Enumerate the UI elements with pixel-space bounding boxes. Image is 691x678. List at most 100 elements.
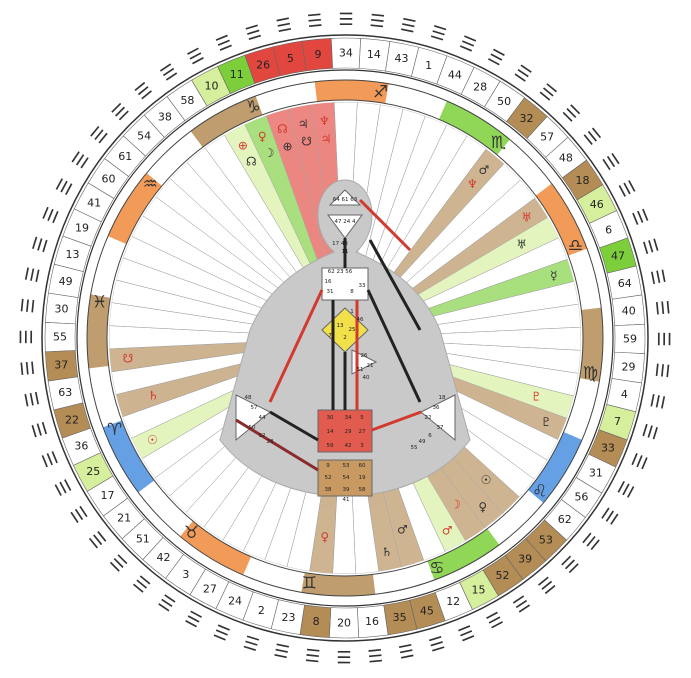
bodygraph-gate-label: 40 bbox=[363, 375, 370, 381]
bodygraph-gate-label: 47 24 4 bbox=[335, 219, 356, 225]
sign-band bbox=[107, 173, 163, 245]
hexagram-symbol: ☰ bbox=[626, 450, 650, 472]
gate-number: 10 bbox=[204, 80, 218, 93]
bodygraph-gate-label: 7 bbox=[328, 333, 332, 339]
sign-band-fade bbox=[568, 248, 602, 311]
gate-number: 50 bbox=[497, 95, 511, 108]
bodygraph-gate-label: 2 bbox=[343, 335, 347, 341]
gate-number: 16 bbox=[365, 615, 379, 628]
gate-number: 59 bbox=[623, 332, 637, 345]
channel-line bbox=[358, 198, 412, 252]
hexagram-symbol: ☰ bbox=[426, 631, 446, 655]
gate-number: 21 bbox=[117, 512, 131, 525]
gate-number: 22 bbox=[65, 413, 79, 426]
hexagram-symbol: ☰ bbox=[369, 11, 386, 32]
head-center bbox=[328, 189, 362, 206]
hexagram-symbol: ☰ bbox=[637, 421, 661, 441]
hexagram-symbol: ☰ bbox=[614, 178, 639, 201]
bodygraph-gate-label: 57 bbox=[251, 405, 258, 411]
gate-number: 7 bbox=[614, 415, 621, 428]
gate-number: 27 bbox=[203, 582, 217, 595]
planet-glyph: ♀ bbox=[478, 500, 487, 514]
spleen-center bbox=[235, 394, 271, 442]
bodygraph-gate-label: 6 bbox=[428, 433, 432, 439]
gate-number: 60 bbox=[102, 172, 116, 185]
outer-ring-border bbox=[41, 34, 649, 642]
planet-glyph: ☉ bbox=[481, 473, 492, 487]
bodygraph-gate-label: 60 bbox=[359, 463, 366, 469]
sign-band bbox=[190, 95, 263, 148]
planet-glyph: ♀ bbox=[258, 129, 267, 143]
hexagram-symbol: ☰ bbox=[29, 234, 53, 254]
ajna-center bbox=[327, 214, 363, 239]
gate-number: 23 bbox=[281, 611, 295, 624]
sacral-center bbox=[317, 409, 373, 453]
gate-number: 43 bbox=[395, 52, 409, 65]
zodiac-sign-ring: ♑♐♏♎♍♌♋♊♉♈♓♒ bbox=[86, 79, 604, 597]
bodygraph-gate-label: 38 bbox=[325, 487, 332, 493]
gate-number: 1 bbox=[425, 59, 432, 72]
gate-number: 2 bbox=[258, 604, 265, 617]
gate-number: 15 bbox=[472, 583, 486, 596]
hexagram-symbol: ☰ bbox=[367, 644, 384, 665]
zodiac-sign-glyph: ♒ bbox=[143, 174, 158, 194]
gate-number: 31 bbox=[589, 467, 603, 480]
hexagram-symbol: ☰ bbox=[306, 11, 323, 32]
hexagram-symbol: ☰ bbox=[156, 589, 180, 614]
bodygraph-gate-label: 46 bbox=[357, 317, 364, 323]
sign-band bbox=[102, 420, 155, 493]
hexagram-symbol: ☰ bbox=[509, 590, 533, 615]
gate-number: 47 bbox=[611, 250, 625, 263]
planet-glyph: ♃ bbox=[298, 117, 309, 131]
gate-number: 49 bbox=[59, 275, 73, 288]
gate-number: 17 bbox=[101, 489, 115, 502]
hexagram-symbol: ☰ bbox=[52, 476, 77, 499]
hexagram-symbol: ☰ bbox=[579, 125, 604, 149]
bodygraph-gate-label: 59 bbox=[327, 443, 334, 449]
bodygraph-gate-label: 33 bbox=[359, 283, 366, 289]
bodygraph-gate-label: 1 bbox=[350, 309, 354, 315]
gate-number: 35 bbox=[393, 611, 407, 624]
gate-number: 51 bbox=[136, 532, 150, 545]
gate-number: 4 bbox=[621, 388, 628, 401]
hexagram-symbol: ☰ bbox=[455, 620, 477, 644]
sign-band bbox=[535, 183, 588, 256]
planet-glyph: ☽ bbox=[450, 498, 461, 512]
gate-number: 39 bbox=[518, 552, 532, 565]
hexagram-symbol: ☰ bbox=[535, 80, 559, 105]
gate-number: 20 bbox=[337, 616, 351, 629]
bodygraph-gate-label: 5 bbox=[360, 415, 364, 421]
planet-glyph: ☽ bbox=[264, 146, 275, 160]
planet-glyph: ♅ bbox=[521, 210, 532, 224]
bodygraph-gate-label: 18 bbox=[439, 395, 446, 401]
gate-number: 40 bbox=[622, 304, 636, 317]
gate-number: 8 bbox=[313, 615, 320, 628]
hexagram-symbol: ☰ bbox=[18, 297, 39, 314]
bodygraph-gate-label: 27 bbox=[359, 429, 366, 435]
sign-band-fade bbox=[497, 139, 552, 196]
gate-number: 5 bbox=[287, 52, 294, 65]
bodygraph-gate-label: 58 bbox=[359, 487, 366, 493]
hexagram-symbol: ☰ bbox=[457, 32, 479, 56]
gate-number: 34 bbox=[339, 47, 353, 60]
planet-glyph: ♂ bbox=[478, 163, 489, 177]
gate-number: 29 bbox=[622, 360, 636, 373]
planet-glyph: ♆ bbox=[319, 114, 330, 128]
gate-number: 58 bbox=[180, 94, 194, 107]
hexagram-symbol: ☰ bbox=[399, 15, 418, 38]
gate-number: 46 bbox=[590, 198, 604, 211]
bodygraph-gate-label: 51 bbox=[357, 367, 364, 373]
zodiac-sign-glyph: ♏ bbox=[491, 133, 506, 153]
bodygraph-gate-label: 26 bbox=[361, 353, 368, 359]
hexagram-symbol: ☰ bbox=[627, 206, 651, 228]
gate-number: 64 bbox=[618, 277, 632, 290]
sign-ring-inner bbox=[106, 99, 584, 577]
planet-glyph: ♇ bbox=[531, 390, 542, 404]
hexagram-symbol: ☰ bbox=[336, 646, 351, 666]
hexagram-symbol: ☰ bbox=[86, 527, 111, 551]
hexagram-symbol: ☰ bbox=[646, 268, 669, 287]
gate-number: 57 bbox=[540, 131, 554, 144]
gate-number: 9 bbox=[314, 48, 321, 61]
